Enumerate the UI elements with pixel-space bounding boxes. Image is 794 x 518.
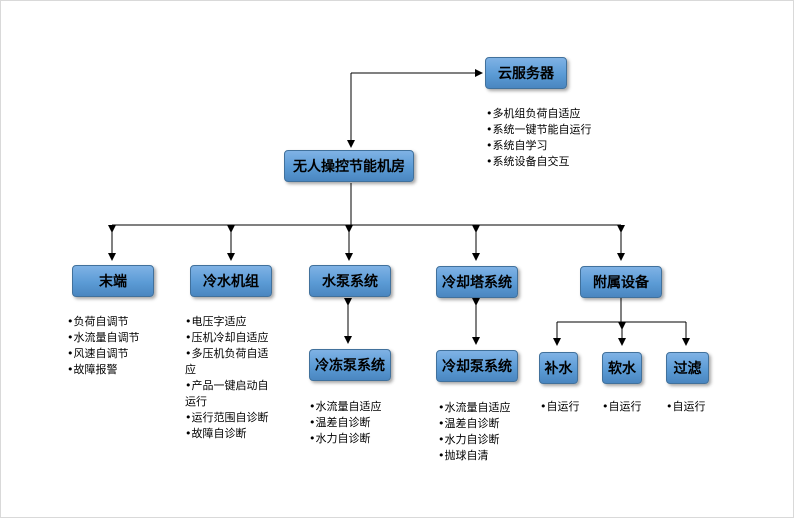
list-item: 温差自诊断 <box>309 415 382 431</box>
list-item: 自运行 <box>540 399 580 415</box>
node-soft-water: 软水 <box>602 352 642 384</box>
list-item: 系统一键节能自运行 <box>486 122 592 138</box>
list-makeup-water-features: 自运行 <box>540 399 580 415</box>
list-item: 运行范围自诊断 <box>185 410 269 426</box>
list-terminal-features: 负荷自调节 水流量自调节 风速自调节 故障报警 <box>67 314 140 378</box>
node-chiller: 冷水机组 <box>190 265 272 297</box>
list-item: 系统设备自交互 <box>486 154 592 170</box>
node-terminal: 末端 <box>72 265 154 297</box>
list-item-continuation: 运行 <box>185 394 269 410</box>
node-pump-system: 水泵系统 <box>309 265 391 297</box>
node-auxiliary: 附属设备 <box>580 266 662 298</box>
wrapped-text: 应 <box>185 363 196 376</box>
list-item: 负荷自调节 <box>67 314 140 330</box>
list-item: 自运行 <box>602 399 642 415</box>
node-tower-system: 冷却塔系统 <box>436 266 518 298</box>
list-chiller-features: 电压字适应 压机冷却自适应 多压机负荷自适 应 产品一键启动自 运行 运行范围自… <box>185 314 269 442</box>
list-item: 故障报警 <box>67 362 140 378</box>
node-makeup-water: 补水 <box>539 352 578 384</box>
list-item: 多压机负荷自适 <box>185 346 269 362</box>
list-cooling-pump-features: 水流量自适应 温差自诊断 水力自诊断 抛球自清 <box>438 400 511 464</box>
list-item: 故障自诊断 <box>185 426 269 442</box>
list-item: 系统自学习 <box>486 138 592 154</box>
list-item: 水力自诊断 <box>309 431 382 447</box>
list-item: 自运行 <box>666 399 706 415</box>
list-item: 水流量自适应 <box>438 400 511 416</box>
list-item: 温差自诊断 <box>438 416 511 432</box>
node-filter: 过滤 <box>666 352 709 384</box>
list-item: 电压字适应 <box>185 314 269 330</box>
list-item: 风速自调节 <box>67 346 140 362</box>
list-filter-features: 自运行 <box>666 399 706 415</box>
list-item: 水力自诊断 <box>438 432 511 448</box>
list-item: 多机组负荷自适应 <box>486 106 592 122</box>
list-item: 水流量自调节 <box>67 330 140 346</box>
node-cooling-pump-system: 冷却泵系统 <box>436 350 518 382</box>
list-soft-water-features: 自运行 <box>602 399 642 415</box>
list-item: 产品一键启动自 <box>185 378 269 394</box>
wrapped-text: 运行 <box>185 395 207 408</box>
list-chilled-pump-features: 水流量自适应 温差自诊断 水力自诊断 <box>309 399 382 447</box>
list-item: 水流量自适应 <box>309 399 382 415</box>
node-chilled-pump-system: 冷冻泵系统 <box>309 349 391 381</box>
node-root-machine-room: 无人操控节能机房 <box>284 150 414 182</box>
node-cloud-server: 云服务器 <box>485 57 567 89</box>
list-cloud-features: 多机组负荷自适应 系统一键节能自运行 系统自学习 系统设备自交互 <box>486 106 592 170</box>
list-item-continuation: 应 <box>185 362 269 378</box>
list-item: 抛球自清 <box>438 448 511 464</box>
list-item: 压机冷却自适应 <box>185 330 269 346</box>
